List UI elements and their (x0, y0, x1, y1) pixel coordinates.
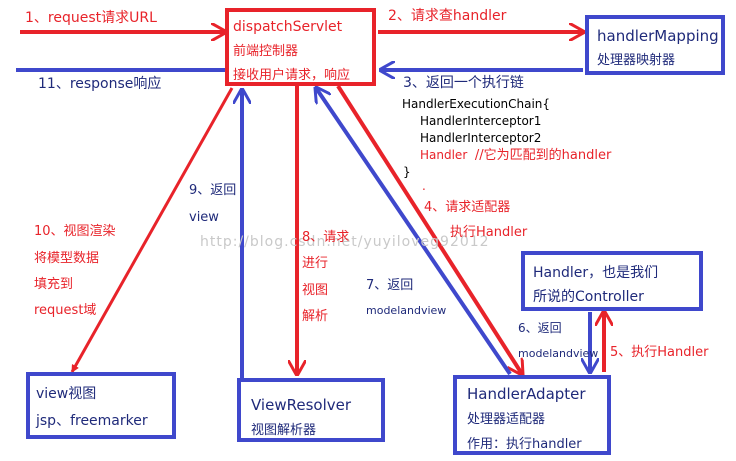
step-6-label-a: 6、返回 (518, 321, 562, 335)
step-9-label-b: view (189, 210, 219, 225)
step-4-label-b: 执行Handler (450, 225, 528, 240)
step-5-label: 5、执行Handler (610, 345, 709, 360)
view-resolver-node[interactable]: ViewResolver 视图解析器 (237, 378, 385, 442)
view-line-1: view视图 (36, 386, 97, 402)
chain-interceptor-2: HandlerInterceptor2 (420, 131, 542, 145)
handler-adapter-line-2: 处理器适配器 (467, 412, 546, 427)
watermark: http://blog.csdn.net/yuyiloveg92012 (200, 234, 490, 250)
handler-mapping-node[interactable]: handlerMapping 处理器映射器 (585, 15, 725, 75)
step-4-label-a: 4、请求适配器 (424, 200, 511, 215)
step-7-label-b: modelandview (366, 304, 447, 317)
step-10-label-1: 10、视图渲染 (34, 224, 116, 239)
chain-close: } (403, 165, 411, 179)
handler-mapping-line-1: handlerMapping (597, 27, 719, 45)
step-8-label-4: 解析 (302, 309, 329, 324)
step-3-label: 3、返回一个执行链 (403, 75, 524, 91)
arrow-7-return-modelandview (316, 88, 512, 376)
step-2-label: 2、请求查handler (388, 8, 507, 24)
step-6-label-b: modelandview (518, 347, 599, 360)
arrow-4-request-adapter (336, 84, 522, 374)
arrow-10-render (70, 87, 234, 373)
step-10-label-2: 将模型数据 (34, 251, 100, 266)
step-8-label-2: 进行 (302, 256, 329, 271)
dispatch-servlet-node[interactable]: dispatchServlet 前端控制器 接收用户请求，响应 (225, 8, 376, 86)
handler-controller-line-1: Handler，也是我们 (533, 265, 659, 281)
step-8-label-3: 视图 (302, 283, 329, 298)
chain-title: HandlerExecutionChain{ (402, 97, 551, 111)
step-8-label-1: 8、请求 (302, 230, 350, 245)
handler-adapter-line-1: HandlerAdapter (467, 385, 586, 403)
dispatch-line-3: 接收用户请求，响应 (233, 68, 351, 83)
chain-interceptor-1: HandlerInterceptor1 (420, 114, 542, 128)
handler-adapter-line-3: 作用：执行handler (467, 437, 582, 452)
chain-dot: . (422, 179, 426, 193)
step-9-label-a: 9、返回 (189, 183, 237, 198)
step-7-label-a: 7、返回 (366, 278, 414, 293)
view-node[interactable]: view视图 jsp、freemarker (26, 372, 176, 439)
step-1-label: 1、request请求URL (25, 10, 157, 26)
view-resolver-line-1: ViewResolver (251, 396, 352, 414)
step-10-label-3: 填充到 (34, 277, 74, 292)
step-10-label-4: request域 (34, 303, 97, 318)
chain-handler-word: Handler (420, 148, 468, 162)
dispatch-line-2: 前端控制器 (233, 44, 299, 59)
chain-handler-comment: //它为匹配到的handler (474, 148, 612, 163)
handler-controller-node[interactable]: Handler，也是我们 所说的Controller (521, 251, 703, 311)
view-resolver-line-2: 视图解析器 (251, 423, 317, 438)
handler-adapter-node[interactable]: HandlerAdapter 处理器适配器 作用：执行handler (453, 375, 611, 455)
dispatch-line-1: dispatchServlet (233, 19, 343, 35)
view-line-2: jsp、freemarker (36, 413, 148, 429)
step-11-label: 11、response响应 (38, 76, 162, 92)
chain-handler: Handler //它为匹配到的handler (420, 149, 611, 162)
handler-controller-line-2: 所说的Controller (533, 289, 644, 305)
handler-mapping-line-2: 处理器映射器 (597, 53, 676, 68)
